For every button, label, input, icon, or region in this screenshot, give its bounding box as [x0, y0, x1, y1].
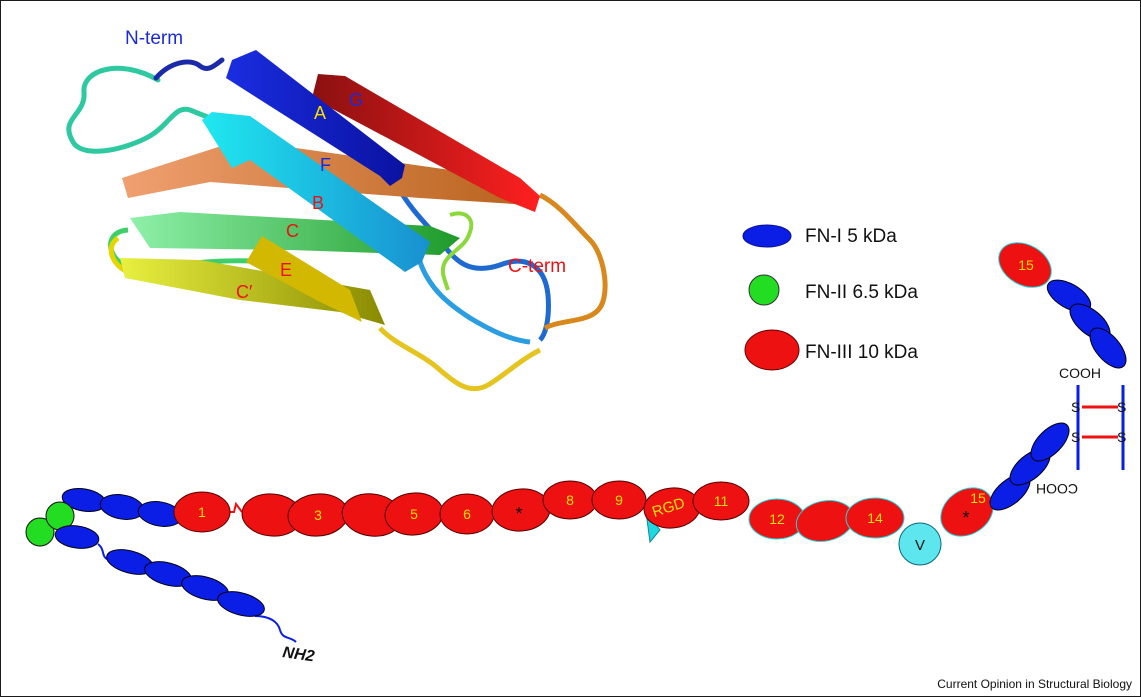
- ss-label: S: [1117, 399, 1126, 415]
- variable-label: V: [915, 537, 925, 554]
- strand-cyan-B: [202, 112, 430, 272]
- strand-yellow-E: [246, 236, 362, 322]
- loop-lime: [440, 211, 474, 291]
- loop-teal: [66, 65, 223, 154]
- strand-label-F: F: [320, 155, 331, 175]
- cooh-top-label: COOH: [1059, 365, 1101, 381]
- c-term-label: C-term: [508, 256, 566, 277]
- strand-label-E: E: [280, 260, 292, 280]
- fn1-module: [54, 525, 100, 549]
- ss-label: S: [1071, 399, 1080, 415]
- strand-label-B: B: [312, 193, 324, 213]
- strand-label-Cprime: C′: [236, 282, 253, 302]
- n-term-label: N-term: [125, 28, 183, 49]
- fn3-module: [173, 491, 231, 533]
- fn1-module: [99, 494, 145, 520]
- fn3-label: 12: [769, 511, 785, 527]
- legend-fn3-shape: [744, 329, 800, 371]
- fn3-module: [998, 242, 1052, 288]
- fn3-label: 3: [314, 507, 322, 523]
- strand-label-A: A: [314, 103, 326, 123]
- loop-orange-right: [538, 192, 608, 331]
- fn3-label: 11: [714, 493, 729, 509]
- strand-red-G: [312, 74, 540, 212]
- legend-fn2-label: FN-II 6.5 kDa: [805, 282, 918, 303]
- fn3-module: [940, 487, 994, 537]
- strand-label-G: G: [349, 90, 363, 110]
- loop-lightblue: [417, 261, 531, 345]
- nh2-label: NH2: [281, 644, 315, 665]
- fn3-label: 9: [615, 492, 623, 508]
- ss-label: S: [1117, 429, 1126, 445]
- fn3-label: 6: [463, 506, 471, 522]
- fn3-module: [591, 480, 647, 520]
- strand-blue-A: [226, 50, 405, 186]
- ribbon-structure: [66, 50, 608, 392]
- fn3-label: 14: [867, 510, 883, 526]
- fn3-star-15: *: [962, 508, 969, 528]
- fn2-module: [25, 517, 55, 547]
- chain-right-arm: [989, 242, 1127, 511]
- legend-fn1-shape: [742, 224, 792, 248]
- strand-yellow-Cprime: [120, 258, 385, 325]
- fn3-module: [692, 481, 750, 521]
- journal-credit: Current Opinion in Structural Biology: [937, 677, 1132, 691]
- legend-fn3-label: FN-III 10 kDa: [805, 342, 918, 363]
- fn3-label-star: *: [515, 504, 522, 524]
- fn3-module: [845, 497, 905, 539]
- chain-left-arm: [25, 488, 297, 643]
- variable-domain: [898, 522, 942, 566]
- fn1-module: [1089, 327, 1127, 369]
- ss-label: S: [1071, 429, 1080, 445]
- cooh-bottom-label: COOH: [1036, 481, 1078, 497]
- loop-navy: [153, 57, 225, 81]
- fn3-label: 1: [198, 504, 206, 520]
- fn3-label-top: 15: [1018, 257, 1034, 273]
- legend-fn2-shape: [748, 274, 780, 306]
- loop-yellow-bottom: [378, 326, 542, 392]
- legend-fn1-label: FN-I 5 kDa: [805, 226, 897, 247]
- fn1-module: [217, 591, 265, 617]
- fn3-label: 5: [410, 506, 418, 522]
- fn3-label: 8: [566, 492, 574, 508]
- chain-fn3-row: [173, 480, 994, 566]
- fn3-label: 15: [970, 490, 986, 506]
- fn1-module: [1030, 422, 1070, 462]
- strand-label-C: C: [286, 221, 299, 241]
